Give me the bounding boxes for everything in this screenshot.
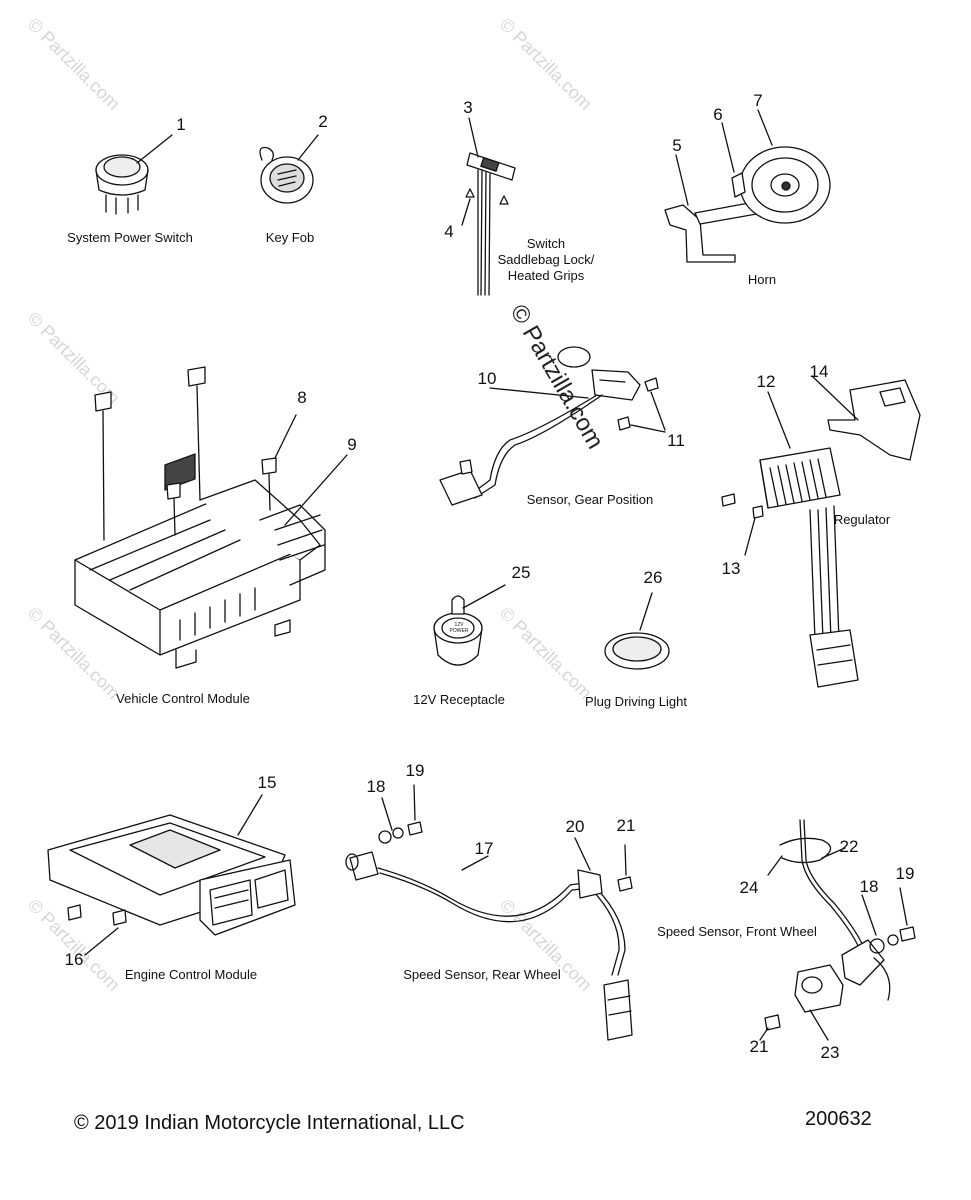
- caption-key-fob: Key Fob: [265, 230, 315, 245]
- plug-drawing: [604, 592, 670, 670]
- callout-10: 10: [477, 369, 497, 388]
- callout-11: 11: [667, 431, 685, 450]
- callout-12: 12: [756, 372, 776, 391]
- callout-9: 9: [347, 435, 357, 454]
- callout-16: 16: [64, 950, 84, 969]
- caption-switch-line1: Switch: [526, 236, 566, 251]
- callout-14: 14: [809, 362, 829, 381]
- caption-speed-sensor-rear: Speed Sensor, Rear Wheel: [403, 967, 561, 982]
- front-speed-sensor-drawing: [759, 819, 916, 1041]
- callout-15: 15: [257, 773, 277, 792]
- callout-18-rear: 18: [366, 777, 386, 796]
- copyright-notice: © 2019 Indian Motorcycle International, …: [74, 1112, 465, 1134]
- gear-sensor-drawing: [439, 346, 666, 506]
- caption-sensor-gear-position: Sensor, Gear Position: [526, 492, 654, 507]
- callout-25: 25: [511, 563, 531, 582]
- key-fob-drawing: [259, 134, 319, 204]
- caption-switch-line3: Heated Grips: [507, 268, 585, 283]
- callout-19-rear: 19: [405, 761, 425, 780]
- caption-engine-control-module: Engine Control Module: [124, 967, 258, 982]
- caption-speed-sensor-front: Speed Sensor, Front Wheel: [657, 924, 817, 939]
- callout-5: 5: [672, 136, 682, 155]
- caption-system-power-switch: System Power Switch: [67, 230, 193, 245]
- callout-1: 1: [176, 115, 186, 134]
- callout-21-rear: 21: [616, 816, 636, 835]
- receptacle-drawing: [433, 584, 506, 666]
- callout-18-front: 18: [859, 877, 879, 896]
- callout-19-front: 19: [895, 864, 915, 883]
- horn-drawing: [664, 109, 831, 263]
- caption-vehicle-control-module: Vehicle Control Module: [116, 691, 250, 706]
- callout-26: 26: [643, 568, 663, 587]
- callout-17: 17: [474, 839, 494, 858]
- ecm-drawing: [47, 794, 296, 956]
- caption-regulator: Regulator: [833, 512, 891, 527]
- callout-13: 13: [721, 559, 741, 578]
- callout-23: 23: [820, 1043, 840, 1062]
- receptacle-cap-text: 12V POWER: [449, 622, 469, 634]
- callout-24: 24: [739, 878, 759, 897]
- caption-horn: Horn: [747, 272, 777, 287]
- callout-4: 4: [444, 222, 454, 241]
- callout-2: 2: [318, 112, 328, 131]
- caption-plug-driving-light: Plug Driving Light: [585, 694, 687, 709]
- callout-20: 20: [565, 817, 585, 836]
- caption-12v-receptacle: 12V Receptacle: [413, 692, 505, 707]
- diagram-id: 200632: [805, 1108, 872, 1130]
- callout-21-front: 21: [749, 1037, 769, 1056]
- rear-speed-sensor-drawing: [345, 784, 633, 1041]
- caption-switch-line2: Saddlebag Lock/: [497, 252, 595, 267]
- callout-8: 8: [297, 388, 307, 407]
- regulator-drawing: [721, 375, 921, 688]
- saddlebag-switch-drawing: [461, 117, 516, 296]
- caption-switch-saddlebag: Switch Saddlebag Lock/ Heated Grips: [498, 236, 595, 284]
- callout-3: 3: [463, 98, 473, 117]
- power-switch-drawing: [95, 134, 173, 215]
- vcm-drawing: [74, 366, 348, 669]
- callout-22: 22: [839, 837, 859, 856]
- callout-7: 7: [753, 91, 763, 110]
- callout-6: 6: [713, 105, 723, 124]
